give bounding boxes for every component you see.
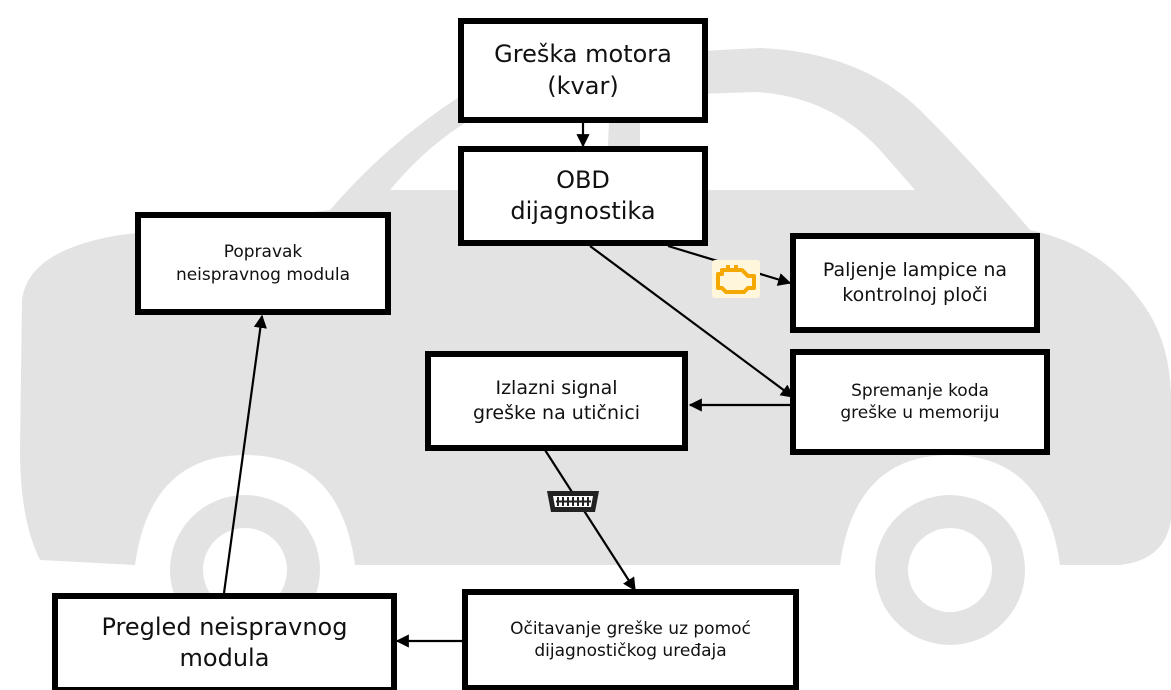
node-repair-module: Popravak neispravnog modula [135,212,391,315]
front-wheel-hub [908,528,992,612]
node-store-code: Spremanje koda greške u memoriju [790,349,1050,455]
node-engine-fault-line1: Greška motora [494,40,672,69]
node-dashboard-lamp: Paljenje lampice na kontrolnoj ploči [790,233,1040,333]
node-obd-diagnostics-line2: dijagnostika [510,197,656,225]
node-dashboard-lamp-line2: kontrolnoj ploči [842,284,988,306]
node-inspect-module: Pregled neispravnog modula [52,593,397,690]
node-obd-diagnostics-line1: OBD [556,165,610,194]
node-read-fault-line2: dijagnostičkog uređaja [534,641,727,661]
arrows [222,122,795,648]
node-engine-fault-line2: (kvar) [547,71,619,100]
node-output-signal-line2: greške na utičnici [472,402,641,424]
arrow-obd-to-store [589,245,795,398]
front-window [640,92,915,190]
arrow-inspect-to-repair [222,314,267,594]
node-obd-diagnostics: OBD dijagnostika [458,146,708,246]
node-engine-fault: Greška motora (kvar) [458,18,708,123]
node-inspect-module-line2: modula [179,644,270,672]
node-dashboard-lamp-line1: Paljenje lampice na [822,259,1008,282]
node-output-signal: Izlazni signal greške na utičnici [425,351,688,451]
node-inspect-module-line1: Pregled neispravnog [101,612,348,641]
obd-connector-icon [547,491,599,512]
node-output-signal-line1: Izlazni signal [495,377,618,400]
check-engine-icon [712,260,760,298]
node-read-fault: Očitavanje greške uz pomoć dijagnostičko… [462,589,799,690]
node-read-fault-line1: Očitavanje greške uz pomoć [510,618,751,639]
node-repair-module-line1: Popravak [223,242,303,263]
node-store-code-line1: Spremanje koda [851,380,989,401]
arrow-signal-to-read [544,449,636,592]
car-silhouette [20,48,1171,645]
node-store-code-line2: greške u memoriju [840,403,1000,423]
node-repair-module-line2: neispravnog modula [175,264,351,285]
